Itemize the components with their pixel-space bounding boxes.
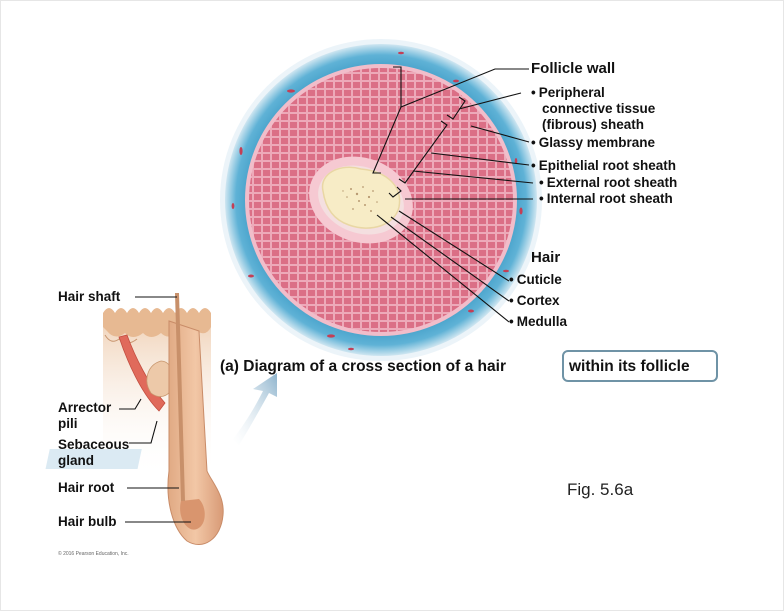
- caption-highlight-text: within its follicle: [569, 358, 690, 376]
- label-internal-root-sheath: Internal root sheath: [539, 191, 673, 207]
- label-glassy-membrane: Glassy membrane: [531, 135, 655, 151]
- label-cuticle: Cuticle: [509, 272, 562, 288]
- pointer-arrow: [233, 373, 277, 445]
- figure-caption: (a) Diagram of a cross section of a hair: [220, 358, 506, 376]
- label-cortex: Cortex: [509, 293, 560, 309]
- label-hair-root: Hair root: [58, 480, 114, 496]
- copyright-notice: © 2016 Pearson Education, Inc.: [58, 551, 129, 557]
- label-sebaceous-line2: gland: [58, 453, 94, 469]
- label-peripheral-line3: (fibrous) sheath: [542, 117, 644, 133]
- label-external-root-sheath: External root sheath: [539, 175, 677, 191]
- label-medulla: Medulla: [509, 314, 567, 330]
- label-hair: Hair: [531, 250, 560, 266]
- label-peripheral-line1: Peripheral: [531, 85, 605, 101]
- label-arrector-line1: Arrector: [58, 400, 111, 416]
- figure-number: Fig. 5.6a: [567, 480, 633, 500]
- label-peripheral-line2: connective tissue: [542, 101, 655, 117]
- label-epithelial-root-sheath: Epithelial root sheath: [531, 158, 676, 174]
- label-sebaceous-line1: Sebaceous: [58, 437, 129, 453]
- label-hair-shaft: Hair shaft: [58, 289, 120, 305]
- label-follicle-wall: Follicle wall: [531, 61, 615, 77]
- label-hair-bulb: Hair bulb: [58, 514, 117, 530]
- label-arrector-line2: pili: [58, 416, 78, 432]
- follicle-cross-section: [220, 39, 542, 361]
